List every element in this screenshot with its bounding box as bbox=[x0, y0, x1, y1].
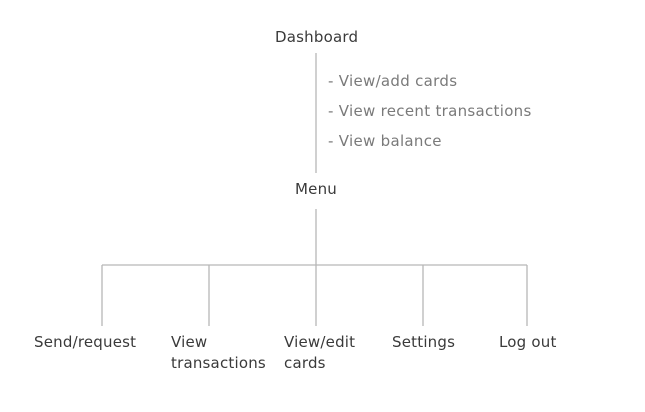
node-log-out: Log out bbox=[499, 332, 557, 353]
dashboard-note-add-cards: - View/add cards bbox=[328, 72, 458, 90]
node-settings: Settings bbox=[392, 332, 455, 353]
node-dashboard: Dashboard bbox=[275, 28, 359, 46]
node-send-request: Send/request bbox=[34, 332, 136, 353]
node-menu: Menu bbox=[295, 180, 337, 198]
node-view-transactions: View transactions bbox=[171, 332, 266, 374]
node-view-edit-cards-line-1: View/edit bbox=[284, 333, 356, 351]
node-view-edit-cards: View/edit cards bbox=[284, 332, 355, 374]
dashboard-note-recent-transactions: - View recent transactions bbox=[328, 102, 532, 120]
dashboard-note-balance: - View balance bbox=[328, 132, 442, 150]
node-view-transactions-line-1: View bbox=[171, 333, 208, 351]
node-send-request-line-1: Send/request bbox=[34, 333, 137, 351]
node-view-edit-cards-line-2: cards bbox=[284, 354, 326, 372]
node-log-out-line-1: Log out bbox=[499, 333, 557, 351]
node-settings-line-1: Settings bbox=[392, 333, 456, 351]
node-view-transactions-line-2: transactions bbox=[171, 354, 266, 372]
